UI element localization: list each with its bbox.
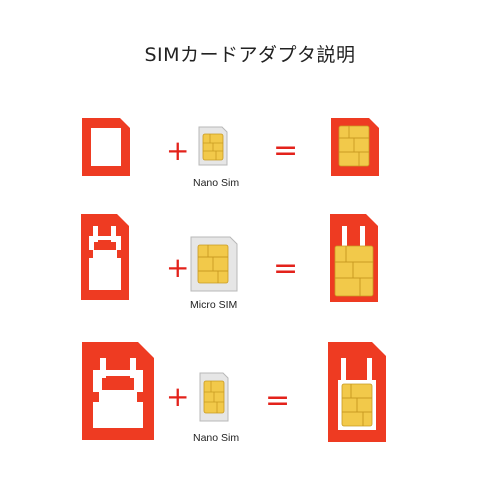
sim-label-nano: Nano Sim: [193, 177, 240, 189]
plus-sign: +: [166, 134, 190, 167]
equals-sign: =: [273, 133, 299, 168]
sim-label-micro: Micro SIM: [190, 299, 238, 311]
nano-sim-card: [199, 372, 229, 422]
equals-sign: =: [265, 383, 291, 418]
sim-label-nano: Nano Sim: [193, 432, 240, 444]
micro-adapter-empty: [82, 118, 130, 176]
nano-sim-card: [198, 126, 228, 166]
plus-sign: +: [166, 380, 190, 413]
micro-sim-card: [190, 236, 238, 292]
plus-sign: +: [166, 251, 190, 284]
standard-adapter-empty-large: [82, 342, 154, 440]
standard-adapter-with-nano: [328, 342, 386, 442]
standard-adapter-with-micro: [330, 214, 378, 302]
micro-adapter-with-nano: [331, 118, 379, 176]
standard-adapter-empty: [81, 214, 129, 300]
page-title: SIMカードアダプタ説明: [144, 44, 356, 66]
equals-sign: =: [273, 251, 299, 286]
